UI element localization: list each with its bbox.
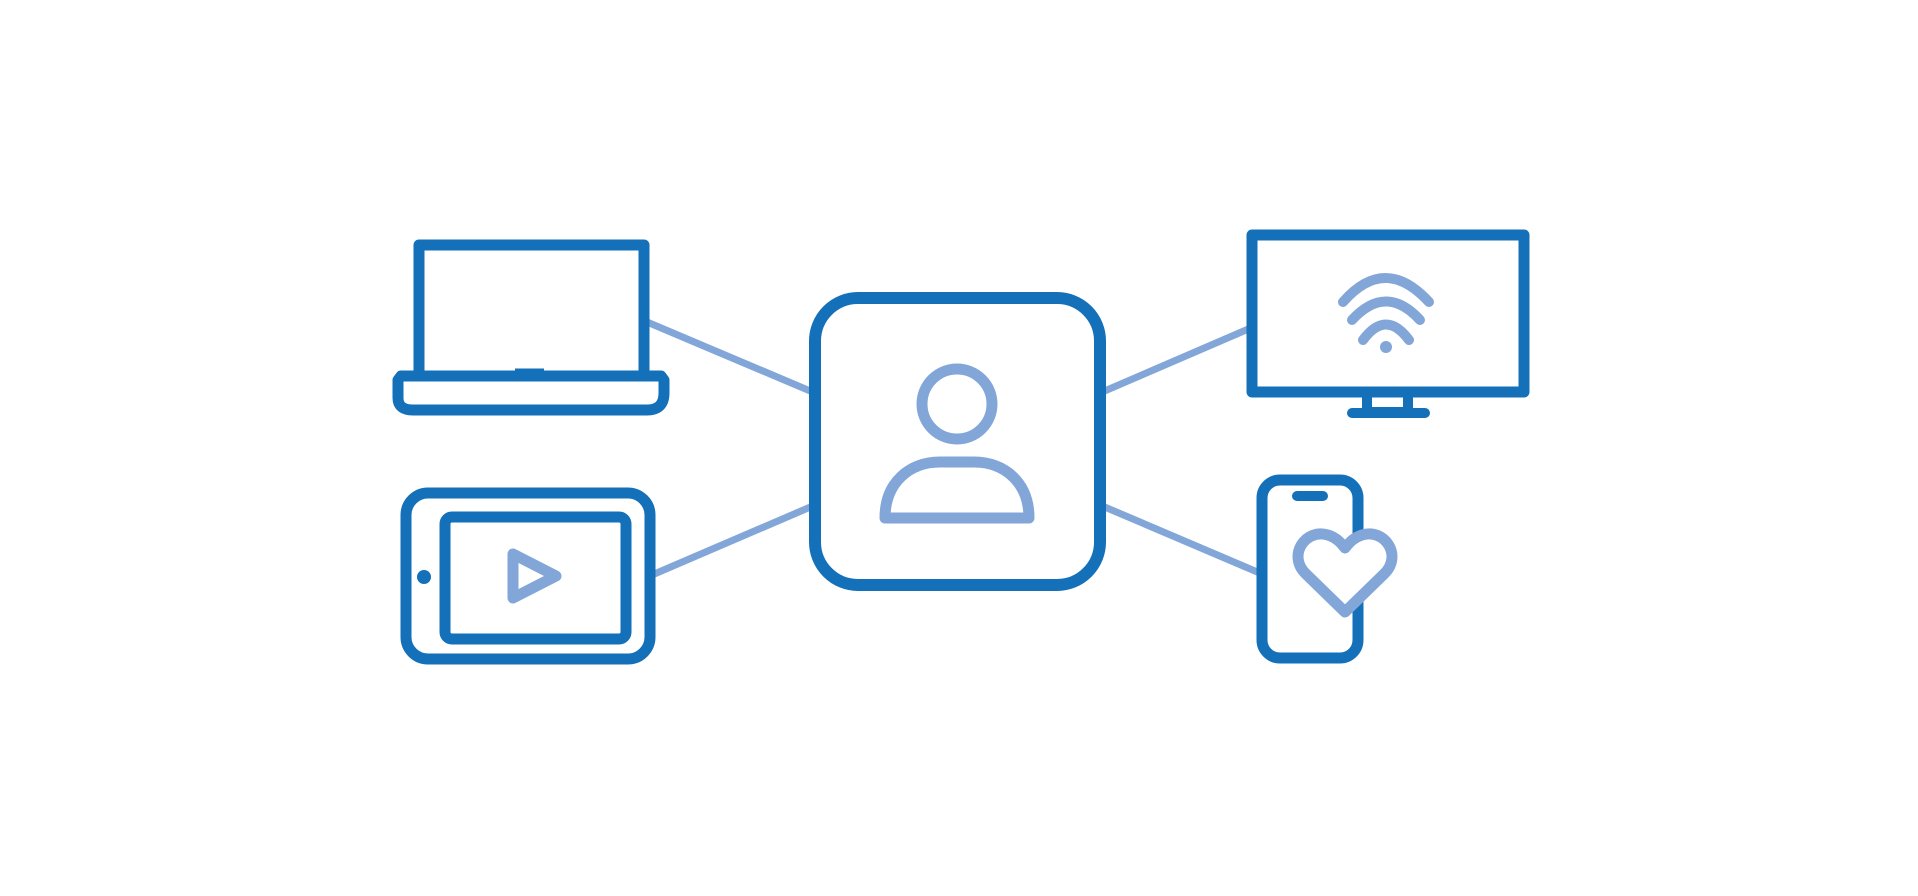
user-head	[916, 363, 998, 445]
tv-screen	[1246, 229, 1530, 398]
smart-tv-wifi-icon	[1246, 229, 1530, 418]
tablet-home-button	[417, 570, 431, 584]
laptop-screen	[413, 239, 650, 372]
wifi-arc-outer	[1338, 273, 1434, 307]
connector-laptop	[645, 318, 817, 397]
play-icon	[507, 548, 562, 604]
user-body	[879, 456, 1035, 524]
connector-tablet	[650, 501, 817, 579]
wifi-dot	[1380, 341, 1392, 353]
heart-backing	[1298, 533, 1392, 612]
tablet-video-icon	[400, 487, 656, 665]
heart-icon	[1292, 528, 1398, 618]
connector-tv	[1098, 323, 1255, 397]
laptop-icon	[392, 239, 670, 416]
wifi-arc-middle	[1347, 296, 1425, 325]
smartphone-heart-icon	[1256, 474, 1398, 664]
tablet-screen	[439, 511, 632, 645]
connector-lines	[645, 318, 1264, 579]
laptop-base	[392, 370, 670, 416]
profile-frame	[809, 292, 1106, 591]
tablet-frame	[400, 487, 656, 665]
user-profile-icon	[809, 292, 1106, 591]
wifi-arc-inner	[1358, 319, 1414, 345]
connector-phone	[1098, 501, 1264, 578]
